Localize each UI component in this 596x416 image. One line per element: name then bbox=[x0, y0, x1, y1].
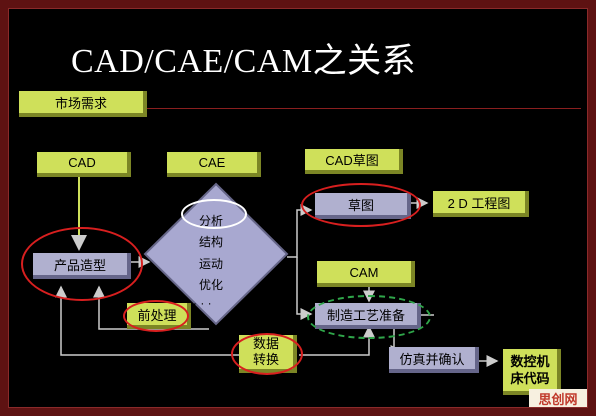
nc-code-label: 数控机床代码 bbox=[510, 354, 550, 386]
watermark-logo: 思创网 bbox=[529, 389, 587, 407]
slide-canvas: CAD/CAE/CAM之关系 bbox=[8, 8, 588, 408]
cad-label: CAD bbox=[68, 155, 96, 170]
market-demand-box: 市场需求 bbox=[19, 91, 147, 117]
cae-label: CAE bbox=[198, 155, 226, 170]
analysis-item-2: 结构 bbox=[199, 235, 224, 249]
cad-box: CAD bbox=[37, 152, 131, 177]
analysis-item-3: 运动 bbox=[199, 257, 224, 271]
cae-box: CAE bbox=[167, 152, 261, 177]
cam-label: CAM bbox=[349, 264, 379, 280]
drawing-2d-label: 2 D 工程图 bbox=[447, 195, 511, 211]
highlight-preprocessing bbox=[123, 300, 189, 332]
market-demand-label: 市场需求 bbox=[54, 95, 107, 111]
analysis-more: · · · bbox=[193, 296, 212, 310]
analysis-diamond bbox=[143, 182, 289, 326]
title-divider bbox=[29, 108, 581, 109]
highlight-data-conversion bbox=[231, 333, 303, 375]
analysis-item-4: 优化 bbox=[199, 278, 224, 292]
highlight-product-modeling bbox=[21, 227, 143, 301]
slide-title: CAD/CAE/CAM之关系 bbox=[71, 43, 417, 80]
highlight-sketch bbox=[301, 183, 421, 227]
cad-sketch-box: CAD草图 bbox=[305, 149, 403, 174]
simulation-confirm-box: 仿真并确认 bbox=[389, 347, 479, 373]
nc-code-box: 数控机床代码 bbox=[503, 349, 561, 395]
cam-box: CAM bbox=[317, 261, 415, 287]
highlight-analysis bbox=[181, 199, 247, 229]
highlight-manufacturing-prep bbox=[307, 295, 431, 339]
cad-sketch-label: CAD草图 bbox=[325, 153, 379, 168]
drawing-2d-box: 2 D 工程图 bbox=[433, 191, 529, 217]
simulation-confirm-label: 仿真并确认 bbox=[399, 351, 465, 367]
